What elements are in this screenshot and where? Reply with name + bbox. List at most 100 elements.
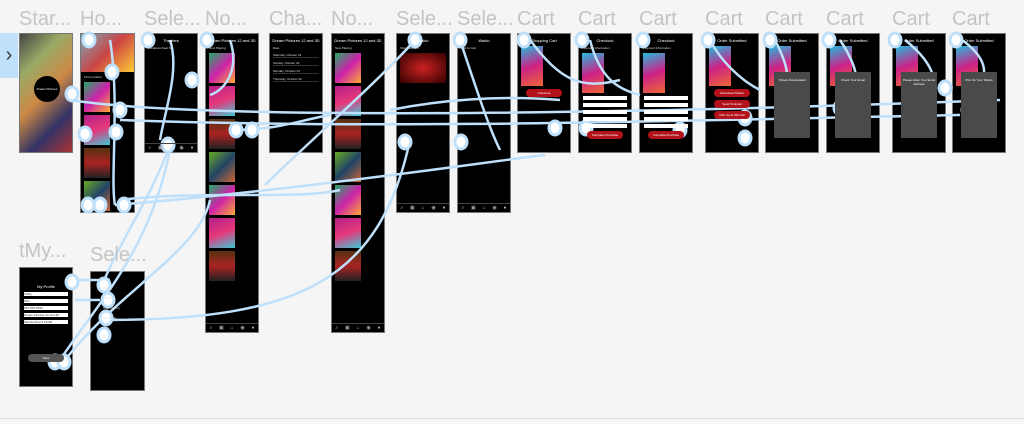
tab-icon[interactable]: ▣ bbox=[158, 145, 163, 151]
profile-field[interactable]: Dream Pictures 12 and 3D bbox=[24, 313, 68, 317]
hotspot-node[interactable] bbox=[453, 133, 469, 151]
tab-icon[interactable]: ⌂ bbox=[421, 205, 425, 211]
movie-poster[interactable] bbox=[335, 218, 361, 248]
primary-button[interactable]: Complete Purchase bbox=[648, 131, 684, 139]
hotspot-node[interactable] bbox=[228, 121, 244, 139]
tab-icon[interactable]: ⌕ bbox=[209, 325, 213, 331]
checkout-field[interactable] bbox=[583, 103, 627, 107]
movie-poster[interactable] bbox=[209, 251, 235, 281]
prototype-connection[interactable] bbox=[588, 39, 641, 97]
hotspot-node[interactable] bbox=[160, 136, 176, 154]
tab-icon[interactable]: ⌕ bbox=[148, 145, 152, 151]
hotspot-node[interactable] bbox=[244, 121, 260, 139]
prototype-connection[interactable] bbox=[529, 39, 621, 85]
hotspot-node[interactable] bbox=[397, 133, 413, 151]
prototype-connection[interactable] bbox=[264, 39, 416, 186]
movie-poster[interactable] bbox=[209, 53, 235, 83]
checkout-field[interactable] bbox=[583, 124, 627, 128]
prototype-connection[interactable] bbox=[389, 96, 561, 112]
hotspot-node[interactable] bbox=[92, 196, 108, 214]
movie-poster[interactable] bbox=[335, 86, 361, 116]
hotspot-node[interactable] bbox=[64, 273, 80, 291]
checkout-field[interactable] bbox=[583, 96, 627, 100]
hotspot-node[interactable] bbox=[547, 119, 563, 137]
order-action-button[interactable]: Download Tickets bbox=[714, 89, 750, 97]
prototype-connection[interactable] bbox=[69, 98, 1001, 115]
profile-field[interactable]: 555-555-5555 bbox=[24, 306, 68, 310]
prototype-connection[interactable] bbox=[98, 144, 172, 291]
hotspot-node[interactable] bbox=[100, 291, 116, 309]
prototype-connection[interactable] bbox=[708, 39, 761, 92]
date-option[interactable]: Monday, October 03 bbox=[273, 69, 319, 74]
hotspot-node[interactable] bbox=[64, 85, 80, 103]
movie-poster[interactable] bbox=[84, 148, 110, 178]
hotspot-node[interactable] bbox=[184, 71, 200, 89]
tab-icon[interactable]: ● bbox=[442, 205, 446, 211]
profile-field[interactable]: Cathy bbox=[24, 292, 68, 296]
hotspot-node[interactable] bbox=[80, 196, 96, 214]
prototype-connection[interactable] bbox=[209, 39, 235, 97]
movie-poster[interactable] bbox=[335, 152, 361, 182]
tab-icon[interactable]: ⌕ bbox=[461, 205, 465, 211]
tab-icon[interactable]: ⌕ bbox=[335, 325, 339, 331]
hotspot-node[interactable] bbox=[104, 63, 120, 81]
tab-icon[interactable]: ◉ bbox=[366, 325, 371, 331]
profile-field[interactable]: Membership # 12345 bbox=[24, 320, 68, 324]
order-action-button[interactable]: Pick Up at Will Call bbox=[714, 111, 750, 119]
hotspot-node[interactable] bbox=[737, 129, 753, 147]
tab-icon[interactable]: ▣ bbox=[219, 325, 224, 331]
profile-field[interactable]: Pitts bbox=[24, 299, 68, 303]
movie-poster[interactable] bbox=[209, 185, 235, 215]
hotspot-node[interactable] bbox=[762, 31, 778, 49]
prototype-connection[interactable] bbox=[104, 139, 412, 322]
hotspot-node[interactable] bbox=[635, 31, 651, 49]
hotspot-node[interactable] bbox=[700, 31, 716, 49]
save-button[interactable]: Save bbox=[28, 354, 64, 362]
checkout-field[interactable] bbox=[644, 96, 688, 100]
prototype-connection[interactable] bbox=[158, 39, 175, 141]
date-option[interactable]: Saturday, October 01 bbox=[273, 53, 319, 58]
hotspot-node[interactable] bbox=[887, 31, 903, 49]
prototype-connection[interactable] bbox=[114, 153, 546, 207]
hotspot-node[interactable] bbox=[937, 79, 953, 97]
menu-item[interactable]: Home bbox=[103, 286, 112, 290]
tab-icon[interactable]: ● bbox=[503, 205, 507, 211]
movie-poster[interactable] bbox=[335, 251, 361, 281]
hotspot-node[interactable] bbox=[574, 31, 590, 49]
tab-icon[interactable]: ◉ bbox=[431, 205, 436, 211]
movie-poster[interactable] bbox=[335, 53, 361, 83]
prototype-connection[interactable] bbox=[119, 188, 341, 202]
prototype-start-tab[interactable]: › bbox=[0, 33, 18, 78]
checkout-field[interactable] bbox=[644, 117, 688, 121]
hotspot-node[interactable] bbox=[948, 31, 964, 49]
tab-icon[interactable]: ◉ bbox=[492, 205, 497, 211]
hotspot-node[interactable] bbox=[116, 196, 132, 214]
hotspot-node[interactable] bbox=[452, 31, 468, 49]
tab-icon[interactable]: ▣ bbox=[345, 325, 350, 331]
hotspot-node[interactable] bbox=[98, 309, 114, 327]
checkout-field[interactable] bbox=[583, 117, 627, 121]
tab-icon[interactable]: ● bbox=[190, 145, 194, 151]
tab-icon[interactable]: ⌕ bbox=[400, 205, 404, 211]
hotspot-node[interactable] bbox=[96, 326, 112, 344]
checkout-field[interactable] bbox=[644, 110, 688, 114]
tab-icon[interactable]: ◉ bbox=[240, 325, 245, 331]
movie-poster[interactable] bbox=[84, 82, 110, 112]
menu-item[interactable]: Help bbox=[103, 326, 110, 330]
date-option[interactable]: Sunday, October 02 bbox=[273, 61, 319, 66]
tab-icon[interactable]: ◉ bbox=[179, 145, 184, 151]
hotspot-node[interactable] bbox=[112, 101, 128, 119]
tab-icon[interactable]: ● bbox=[377, 325, 381, 331]
prototype-connection[interactable] bbox=[458, 39, 502, 151]
hotspot-node[interactable] bbox=[77, 125, 93, 143]
date-option[interactable]: Thursday, October 06 bbox=[273, 77, 319, 82]
menu-item[interactable]: Now Playing bbox=[103, 306, 120, 310]
hotspot-node[interactable] bbox=[108, 123, 124, 141]
order-action-button[interactable]: Send To Email bbox=[714, 100, 750, 108]
hotspot-node[interactable] bbox=[516, 31, 532, 49]
